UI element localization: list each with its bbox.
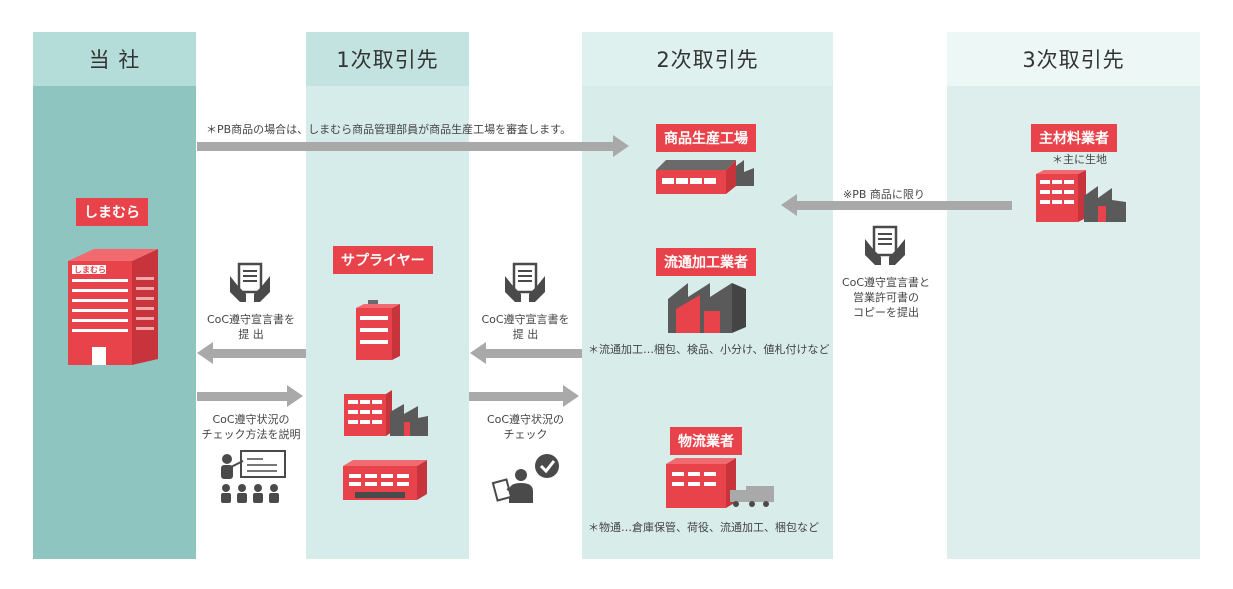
arrow-company-to-factory	[197, 135, 629, 157]
document-hands-icon	[230, 262, 270, 302]
company-building-icon: しまむら	[68, 249, 158, 365]
column-tier2-header: 2次取引先	[582, 32, 833, 86]
right-doc-label-line2: 営業許可書の	[853, 291, 919, 304]
mid-check-label: CoC遵守状況の チェック	[469, 412, 582, 442]
mid-doc-label-line2: 提 出	[512, 328, 539, 341]
material-supplier-factory-icon	[1036, 170, 1126, 222]
mid-check-label-line1: CoC遵守状況の	[486, 413, 565, 426]
company-building-sign: しまむら	[74, 266, 106, 275]
factory-icon	[656, 160, 754, 194]
arrow-tier1-to-tier2	[469, 385, 579, 407]
checklist-person-icon	[491, 454, 559, 503]
column-tier1-header: 1次取引先	[306, 32, 469, 86]
arrow-tier2-to-tier1	[470, 342, 582, 364]
supplier-label: サプライヤー	[333, 246, 433, 274]
top-arrow-note: ＊PB商品の場合は、しまむら商品管理部員が商品生産工場を審査します。	[206, 123, 572, 136]
right-doc-label: CoC遵守宣言書と 営業許可書の コピーを提出	[828, 275, 944, 320]
arrow-company-to-tier1	[197, 385, 303, 407]
processor-label: 流通加工業者	[656, 248, 756, 276]
right-doc-label-line3: コピーを提出	[853, 306, 919, 319]
column-company-header: 当 社	[33, 32, 196, 86]
right-arrow-note: ※PB 商品に限り	[843, 188, 925, 201]
supplier-factory-icon	[344, 390, 428, 436]
left-doc-label-line2: 提 出	[238, 328, 264, 341]
company-name-label: しまむら	[76, 198, 148, 226]
mid-doc-label: CoC遵守宣言書を 提 出	[469, 312, 582, 342]
right-doc-label-line1: CoC遵守宣言書と	[841, 276, 931, 289]
arrow-tier1-to-company	[197, 342, 306, 364]
material-supplier-label: 主材料業者	[1031, 124, 1117, 152]
column-tier3-body	[947, 86, 1200, 559]
left-explain-label: CoC遵守状況の チェック方法を説明	[192, 412, 310, 442]
material-supplier-note: ＊主に生地	[1052, 153, 1107, 166]
supplier-warehouse-icon	[343, 460, 427, 500]
document-hands-icon	[865, 225, 905, 265]
mid-doc-label-line1: CoC遵守宣言書を	[481, 313, 570, 326]
left-doc-label: CoC遵守宣言書を 提 出	[196, 312, 306, 342]
processor-factory-icon	[668, 283, 746, 333]
logistics-warehouse-icon	[666, 458, 774, 508]
left-doc-label-line1: CoC遵守宣言書を	[206, 313, 296, 326]
supplier-building-icon	[356, 300, 400, 360]
arrow-tier3-to-factory	[781, 194, 1012, 216]
factory-label: 商品生産工場	[656, 124, 756, 152]
processor-note: ＊流通加工…梱包、検品、小分け、値札付けなど	[588, 343, 830, 356]
column-company: 当 社	[33, 32, 196, 559]
left-explain-label-line1: CoC遵守状況の	[212, 413, 290, 426]
presentation-icon	[221, 450, 286, 503]
column-tier3: 3次取引先	[947, 32, 1200, 559]
column-tier3-header: 3次取引先	[947, 32, 1200, 86]
logistics-label: 物流業者	[670, 427, 742, 455]
left-explain-label-line2: チェック方法を説明	[201, 428, 301, 441]
logistics-note: ＊物通…倉庫保管、荷役、流通加工、梱包など	[588, 521, 819, 534]
document-hands-icon	[505, 262, 545, 302]
mid-check-label-line2: チェック	[503, 428, 548, 441]
